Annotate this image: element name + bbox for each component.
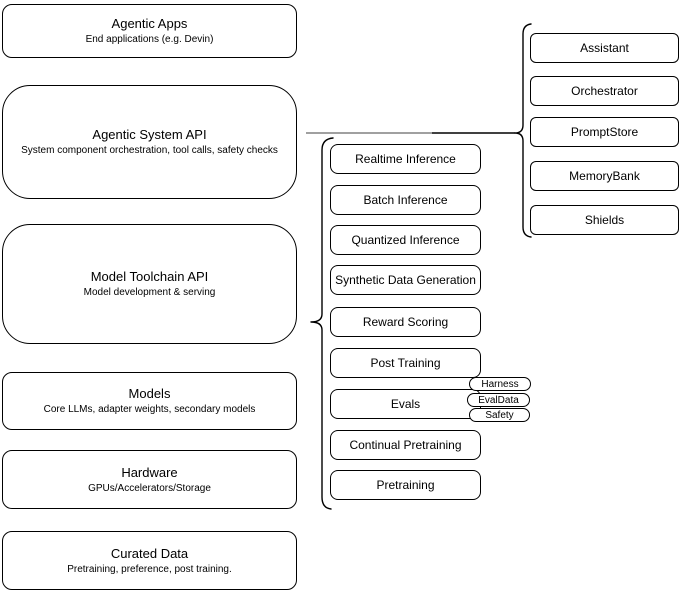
pill-safety: Safety: [469, 408, 530, 422]
pill-label: Safety: [485, 409, 514, 421]
node-agentic-system-api: Agentic System API System component orch…: [2, 85, 297, 199]
node-subtitle: System component orchestration, tool cal…: [21, 145, 278, 156]
node-title: Agentic System API: [92, 127, 207, 142]
node-label: Continual Pretraining: [349, 438, 462, 452]
node-title: Curated Data: [110, 545, 189, 561]
node-label: Orchestrator: [571, 84, 638, 98]
node-label: Reward Scoring: [362, 315, 449, 329]
node-continual-pretraining: Continual Pretraining: [330, 430, 481, 460]
right-column-brace: [514, 23, 532, 238]
node-pretraining: Pretraining: [330, 470, 481, 500]
node-label: MemoryBank: [569, 169, 640, 183]
pill-harness: Harness: [469, 377, 531, 391]
node-label: Batch Inference: [363, 193, 448, 207]
node-subtitle: Model development & serving: [83, 287, 216, 298]
node-model-toolchain-api: Model Toolchain API Model development & …: [2, 224, 297, 344]
node-assistant: Assistant: [530, 33, 679, 63]
node-label: Assistant: [580, 41, 629, 55]
node-batch-inference: Batch Inference: [330, 185, 481, 215]
node-post-training: Post Training: [330, 348, 481, 378]
node-label: PromptStore: [570, 125, 639, 139]
pill-label: Harness: [481, 378, 519, 390]
node-subtitle: End applications (e.g. Devin): [85, 34, 214, 45]
node-quantized-inference: Quantized Inference: [330, 225, 481, 255]
node-reward-scoring: Reward Scoring: [330, 307, 481, 337]
node-label: Evals: [390, 397, 421, 411]
node-evals: Evals: [330, 389, 481, 419]
node-subtitle: GPUs/Accelerators/Storage: [88, 482, 211, 494]
node-label: Realtime Inference: [355, 152, 456, 166]
node-title: Hardware: [121, 464, 178, 480]
node-promptstore: PromptStore: [530, 117, 679, 147]
node-synthetic-data-generation: Synthetic Data Generation: [330, 265, 481, 295]
node-realtime-inference: Realtime Inference: [330, 144, 481, 174]
middle-column-brace: [310, 137, 334, 510]
node-orchestrator: Orchestrator: [530, 76, 679, 106]
node-models: Models Core LLMs, adapter weights, secon…: [2, 372, 297, 430]
node-shields: Shields: [530, 205, 679, 235]
node-label: Shields: [584, 213, 625, 227]
node-label: Post Training: [370, 356, 441, 370]
node-memorybank: MemoryBank: [530, 161, 679, 191]
node-subtitle: Pretraining, preference, post training.: [67, 563, 232, 575]
node-label: Pretraining: [376, 478, 435, 492]
node-title: Models: [128, 386, 171, 401]
pill-evaldata: EvalData: [467, 393, 530, 407]
node-curated-data: Curated Data Pretraining, preference, po…: [2, 531, 297, 590]
node-subtitle: Core LLMs, adapter weights, secondary mo…: [43, 404, 256, 415]
node-hardware: Hardware GPUs/Accelerators/Storage: [2, 450, 297, 509]
node-label: Quantized Inference: [351, 233, 460, 247]
node-label: Synthetic Data Generation: [335, 273, 476, 287]
node-agentic-apps: Agentic Apps End applications (e.g. Devi…: [2, 4, 297, 58]
pill-label: EvalData: [478, 394, 519, 406]
node-title: Agentic Apps: [111, 16, 188, 31]
node-title: Model Toolchain API: [90, 269, 209, 284]
